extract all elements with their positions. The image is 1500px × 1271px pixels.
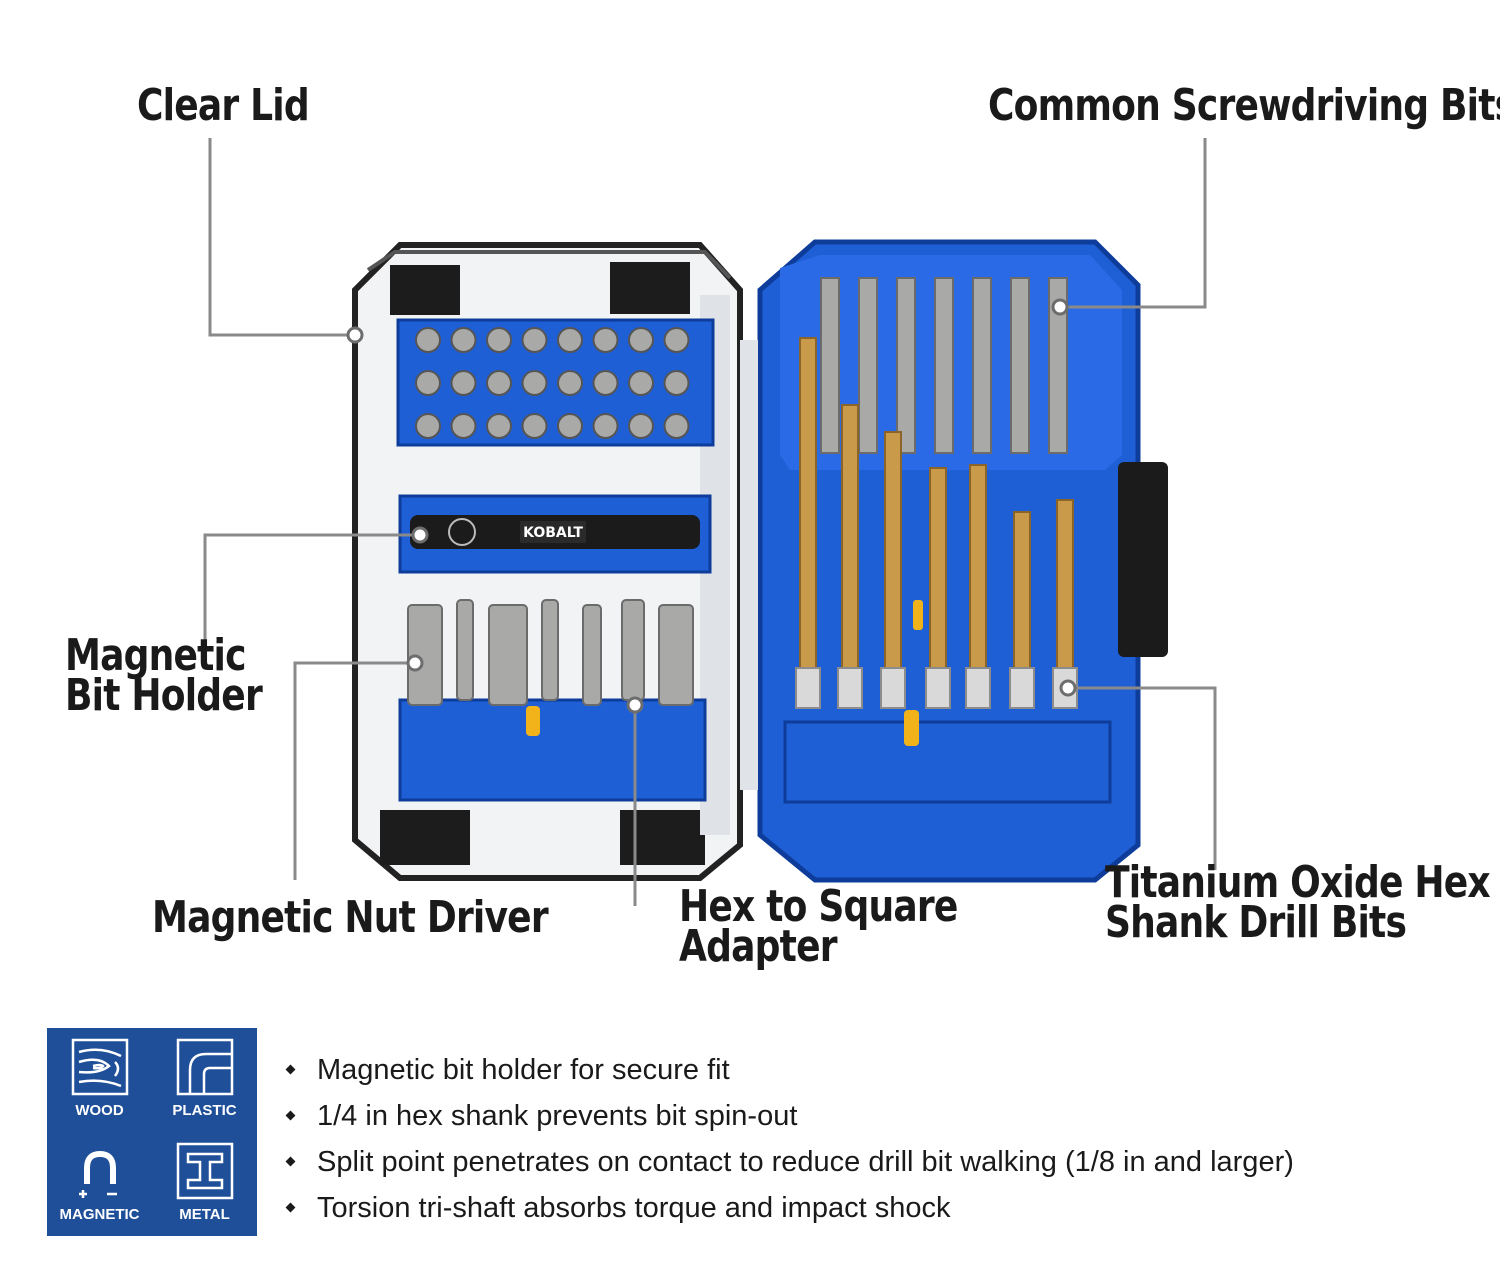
badge-magnetic-label: MAGNETIC	[59, 1206, 140, 1223]
feature-list: Magnetic bit holder for secure fit 1/4 i…	[283, 1050, 1294, 1234]
hex-shank	[925, 667, 951, 709]
feature-item: Torsion tri-shaft absorbs torque and imp…	[283, 1188, 1294, 1234]
drill-bit	[841, 404, 859, 671]
screwdriving-bit	[934, 277, 954, 454]
callout-magnetic-bit-holder-line2: Bit Holder	[65, 670, 263, 721]
callout-clear-lid: Clear Lid	[137, 80, 310, 131]
drill-bit	[884, 431, 902, 671]
bit-head	[592, 413, 619, 439]
drill-bit	[969, 464, 987, 671]
screwdriving-bit	[896, 277, 916, 454]
feature-item: Magnetic bit holder for secure fit	[283, 1050, 1294, 1096]
screwdriving-bit-rack	[396, 318, 715, 447]
screwdriving-bit	[972, 277, 992, 454]
brand-text: KOBALT	[523, 525, 583, 541]
nut-driver-bit	[582, 604, 602, 706]
bit-head	[415, 413, 441, 439]
wood-grain-icon	[71, 1038, 129, 1096]
magnetic-bit-holder: KOBALT	[398, 494, 712, 574]
badge-plastic: PLASTIC	[152, 1028, 257, 1132]
feature-item: 1/4 in hex shank prevents bit spin-out	[283, 1096, 1294, 1142]
bit-head	[557, 413, 583, 439]
bit-head	[663, 327, 690, 353]
magnet-icon	[79, 1150, 117, 1198]
bit-head	[486, 413, 512, 439]
hex-shank	[837, 667, 863, 709]
bit-head	[557, 370, 583, 396]
badge-metal-label: METAL	[179, 1206, 230, 1223]
nut-driver-bit	[621, 599, 645, 701]
feature-text: Split point penetrates on contact to red…	[317, 1146, 1294, 1178]
badge-magnetic: MAGNETIC	[47, 1132, 152, 1236]
drill-bit	[929, 467, 947, 671]
badge-wood-label: WOOD	[75, 1102, 124, 1119]
bit-head	[628, 413, 654, 439]
drill-bit	[799, 337, 817, 671]
hex-shank	[1052, 667, 1078, 709]
bit-head	[557, 327, 583, 353]
bit-head	[592, 370, 619, 396]
nut-driver-tray	[398, 599, 707, 802]
hex-shank	[795, 667, 821, 709]
nut-driver-bit	[541, 599, 559, 701]
callout-magnetic-bit-holder-line1: Magnetic	[65, 630, 247, 681]
callout-hex-adapter-line2: Adapter	[679, 921, 838, 972]
bullet-icon	[285, 1202, 296, 1213]
bit-head	[628, 370, 654, 396]
hex-shank	[965, 667, 991, 709]
feature-text: Torsion tri-shaft absorbs torque and imp…	[317, 1192, 951, 1224]
bit-head	[521, 370, 548, 396]
bullet-icon	[285, 1110, 296, 1121]
bit-head	[415, 370, 441, 396]
nut-driver-bit	[488, 604, 528, 706]
bit-head	[592, 327, 619, 353]
badge-wood: WOOD	[47, 1028, 152, 1132]
hex-shank	[1009, 667, 1035, 709]
hex-shank	[880, 667, 906, 709]
bit-head	[415, 327, 441, 353]
bit-head	[521, 413, 548, 439]
bit-head	[486, 327, 512, 353]
nut-driver-bit	[658, 604, 694, 706]
callout-magnetic-bit-holder: Magnetic Bit Holder	[65, 630, 263, 721]
badge-plastic-label: PLASTIC	[172, 1102, 237, 1119]
callout-drill-bits-line1: Titanium Oxide Hex	[1105, 857, 1491, 908]
bullet-icon	[285, 1064, 296, 1075]
product-image: KOBALT	[352, 239, 1168, 883]
callout-magnetic-nut-driver: Magnetic Nut Driver	[152, 892, 549, 943]
screwdriving-bit	[820, 277, 840, 454]
screwdriving-bit	[1010, 277, 1030, 454]
callout-common-screwdriving-bits: Common Screwdriving Bits	[988, 80, 1500, 131]
bit-head	[450, 413, 477, 439]
feature-item: Split point penetrates on contact to red…	[283, 1142, 1294, 1188]
drill-bit	[1013, 511, 1031, 671]
callout-drill-bits-line2: Shank Drill Bits	[1105, 897, 1407, 948]
badge-metal: METAL	[152, 1132, 257, 1236]
bit-head	[450, 327, 477, 353]
callout-hex-to-square-adapter: Hex to Square Adapter	[679, 881, 958, 972]
material-badge-panel: WOOD PLASTIC MAGNETIC METAL	[47, 1028, 257, 1236]
plastic-pipe-icon	[176, 1038, 234, 1096]
bit-head	[521, 327, 548, 353]
bit-head	[663, 413, 690, 439]
drill-bit	[1056, 499, 1074, 671]
callout-hex-adapter-line1: Hex to Square	[679, 881, 958, 932]
feature-text: 1/4 in hex shank prevents bit spin-out	[317, 1100, 798, 1132]
screwdriving-bit	[858, 277, 878, 454]
bit-head	[663, 370, 690, 396]
bit-head	[450, 370, 477, 396]
bit-head	[628, 327, 654, 353]
callout-drill-bits: Titanium Oxide Hex Shank Drill Bits	[1105, 857, 1491, 948]
feature-text: Magnetic bit holder for secure fit	[317, 1054, 730, 1086]
bit-head	[486, 370, 512, 396]
blue-case	[740, 239, 1168, 883]
nut-driver-bit	[456, 599, 474, 701]
screwdriving-bit	[1048, 277, 1068, 454]
bullet-icon	[285, 1156, 296, 1167]
nut-driver-bit	[407, 604, 443, 706]
i-beam-icon	[176, 1142, 234, 1200]
